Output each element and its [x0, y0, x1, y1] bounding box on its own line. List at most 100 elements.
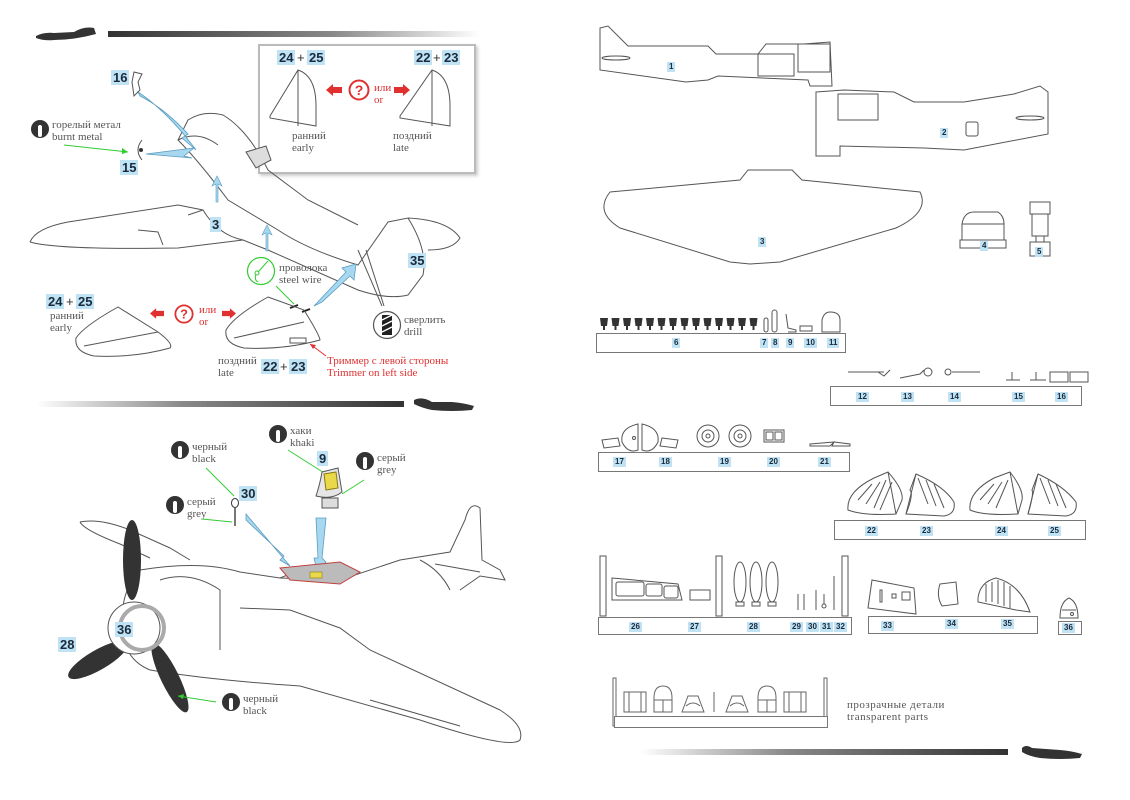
exhaust-stack-part — [726, 318, 735, 330]
arrow-right-icon — [394, 84, 410, 96]
callout-part-35: 35 — [408, 253, 427, 268]
paint-grey-right-en: grey — [377, 464, 397, 476]
paint-burnt-metal-en: burnt metal — [52, 131, 103, 143]
inset-late-part-a: 22 — [414, 50, 433, 65]
assembly-arrow-stabilizer — [313, 263, 357, 307]
part-8-drawing — [771, 309, 778, 333]
paint-black-prop-en: black — [243, 705, 267, 717]
paint-chip-icon — [31, 120, 49, 138]
aircraft-silhouette-icon — [36, 27, 96, 41]
late-fin-drawing — [399, 69, 451, 127]
part-label-20: 20 — [767, 457, 780, 467]
leader-line-black — [205, 467, 235, 497]
exhaust-stack-part — [634, 318, 643, 330]
exhaust-stack-part — [646, 318, 654, 330]
inset-late-en: late — [393, 142, 409, 154]
part-label-16: 16 — [1055, 392, 1068, 402]
callout-part-36: 36 — [115, 622, 134, 637]
aircraft-bottom-assembly-drawing — [79, 505, 522, 743]
paint-chip-icon — [171, 441, 189, 459]
paint-grey-right-ru: серый — [377, 452, 406, 464]
inset-early-part-b: 25 — [307, 50, 326, 65]
paint-black-prop-ru: черный — [243, 693, 279, 705]
stab-plus: + — [66, 294, 74, 309]
stab-or-en: or — [199, 316, 209, 328]
callout-part-16: 16 — [111, 70, 130, 85]
callout-part-15: 15 — [120, 160, 139, 175]
part-15-drawing — [137, 139, 143, 161]
leader-line-black-prop — [177, 694, 217, 703]
exhaust-stack-part — [692, 318, 700, 330]
part-label-19: 19 — [718, 457, 731, 467]
seat-part-9-drawing — [315, 467, 343, 509]
assembly-arrow-wing-2 — [261, 224, 273, 252]
part-label-6: 6 — [672, 338, 681, 348]
propeller-drawing — [68, 520, 189, 713]
stab-late-ru: поздний — [218, 355, 257, 367]
inset-or-en: or — [374, 94, 384, 106]
part-label-3: 3 — [758, 237, 767, 247]
part-label-8: 8 — [771, 338, 780, 348]
fuselage-right-half-part-2 — [815, 85, 1049, 157]
transparent-parts-ru: прозрачные детали — [847, 699, 945, 711]
inset-plus: + — [297, 50, 305, 65]
arrow-left-icon — [326, 84, 342, 96]
paint-chip-icon — [166, 496, 184, 514]
trimmer-note-ru: Триммер с левой стороны — [327, 355, 449, 367]
part-label-13: 13 — [901, 392, 914, 402]
inset-late-part-b: 23 — [442, 50, 461, 65]
exhaust-stack-part — [738, 318, 746, 330]
paint-khaki-en: khaki — [290, 437, 315, 449]
sprue-b-parts — [848, 367, 1089, 383]
wing-part-3 — [603, 169, 923, 265]
part-label-1: 1 — [667, 62, 676, 72]
sprue-c-parts — [601, 423, 851, 452]
sprue-d-parts — [847, 471, 1077, 517]
callout-part-28: 28 — [58, 637, 77, 652]
part-label-14: 14 — [948, 392, 961, 402]
part-11-drawing — [821, 311, 841, 333]
stab-early-ru: ранний — [50, 310, 84, 322]
part-label-23: 23 — [920, 526, 933, 536]
part-label-17: 17 — [613, 457, 626, 467]
steel-wire-icon — [246, 256, 276, 286]
part-label-35: 35 — [1001, 619, 1014, 629]
part-label-18: 18 — [659, 457, 672, 467]
exhaust-stack-part — [669, 318, 677, 330]
transparent-sprue-frame — [614, 716, 828, 728]
sprue-a-parts — [600, 309, 841, 333]
stab-plus: + — [280, 359, 288, 374]
part-label-2: 2 — [940, 128, 949, 138]
part-label-21: 21 — [818, 457, 831, 467]
mid-divider — [36, 401, 404, 407]
svg-text:?: ? — [180, 307, 188, 322]
part-label-4: 4 — [980, 241, 989, 251]
question-icon: ? — [174, 304, 194, 324]
callout-part-9: 9 — [317, 451, 329, 466]
drill-leader-lines — [357, 249, 385, 307]
sprue-d-frame — [834, 520, 1086, 540]
part-label-30: 30 — [806, 622, 819, 632]
steel-wire-ru: проволока — [279, 262, 328, 274]
exhaust-stack-part — [611, 318, 620, 330]
inset-plus: + — [433, 50, 441, 65]
arrow-left-icon — [150, 308, 164, 319]
stab-early-part-b: 25 — [76, 294, 95, 309]
part-label-22: 22 — [865, 526, 878, 536]
header-divider — [108, 31, 480, 37]
paint-black-top-en: black — [192, 453, 216, 465]
inset-or-ru: или — [374, 82, 392, 94]
fuselage-left-half-part-1 — [599, 25, 833, 87]
early-stabilizer-drawing — [75, 306, 172, 357]
sprue-e-frame — [598, 617, 852, 635]
part-label-25: 25 — [1048, 526, 1061, 536]
sprue-f-parts — [867, 577, 1031, 615]
part-label-9: 9 — [786, 338, 795, 348]
stab-or-ru: или — [199, 304, 217, 316]
sprue-e-parts — [599, 555, 849, 617]
part-30-drawing — [231, 498, 239, 526]
drill-icon — [372, 310, 402, 340]
part-label-7: 7 — [760, 338, 769, 348]
part-9-drawing — [785, 313, 797, 333]
callout-part-30: 30 — [239, 486, 258, 501]
